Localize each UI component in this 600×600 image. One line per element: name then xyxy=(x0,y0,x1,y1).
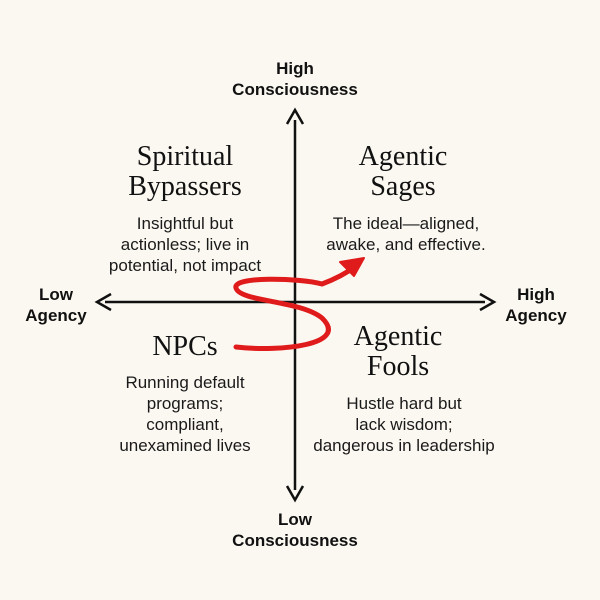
quadrant-top-left-description: Insightful but actionless; live in poten… xyxy=(90,213,280,276)
axis-label-right-line1: High xyxy=(517,285,555,304)
axis-label-right-line2: Agency xyxy=(505,306,567,325)
quadrant-bottom-left-desc-line2: programs; xyxy=(146,394,224,413)
quadrant-bottom-left-desc-line3: compliant, xyxy=(146,415,224,434)
quadrant-top-right-desc-line2: awake, and effective. xyxy=(326,235,486,254)
transformation-path xyxy=(233,263,359,351)
axis-label-top: High Consciousness xyxy=(215,58,375,100)
quadrant-top-right-title: Agentic Sages xyxy=(318,142,488,202)
quadrant-bottom-right-title: Agentic Fools xyxy=(328,322,468,382)
quadrant-top-left-desc-line2: actionless; live in xyxy=(120,235,250,254)
quadrant-bottom-right-description: Hustle hard but lack wisdom; dangerous i… xyxy=(298,393,510,456)
vertical-axis-bottom-arrowhead xyxy=(285,485,305,503)
quadrant-bottom-right-desc-line2: lack wisdom; xyxy=(355,415,453,434)
axis-label-right: High Agency xyxy=(494,284,578,326)
quadrant-bottom-left-description: Running default programs; compliant, une… xyxy=(100,372,270,456)
quadrant-bottom-left-desc-line4: unexamined lives xyxy=(119,436,251,455)
quadrant-top-right-title-line1: Agentic xyxy=(358,141,448,172)
horizontal-axis-left-arrowhead xyxy=(94,292,112,312)
quadrant-top-left-title: Spiritual Bypassers xyxy=(95,142,275,202)
quadrant-top-right-title-line2: Sages xyxy=(370,171,436,202)
quadrant-bottom-left-title: NPCs xyxy=(125,332,245,362)
vertical-axis-top-arrowhead xyxy=(285,107,305,125)
quadrant-top-left-desc-line3: potential, not impact xyxy=(108,256,262,275)
axis-label-top-line1: High xyxy=(276,59,314,78)
quadrant-bottom-left-title-line1: NPCs xyxy=(152,331,218,362)
axis-label-bottom-line2: Consciousness xyxy=(232,531,358,550)
quadrant-bottom-right-title-line2: Fools xyxy=(366,351,430,382)
transformation-path-arrowhead xyxy=(339,257,365,277)
quadrant-top-left-desc-line1: Insightful but xyxy=(136,214,234,233)
quadrant-top-left-title-line1: Spiritual xyxy=(136,141,234,172)
quadrant-bottom-right-desc-line1: Hustle hard but xyxy=(346,394,462,413)
axis-label-top-line2: Consciousness xyxy=(232,80,358,99)
quadrant-bottom-right-title-line1: Agentic xyxy=(353,321,443,352)
quadrant-top-left-title-line2: Bypassers xyxy=(128,171,242,202)
axis-label-bottom: Low Consciousness xyxy=(215,509,375,551)
axis-label-bottom-line1: Low xyxy=(278,510,312,529)
axis-label-left: Low Agency xyxy=(14,284,98,326)
quadrant-bottom-left-desc-line1: Running default xyxy=(125,373,245,392)
axis-label-left-line1: Low xyxy=(39,285,73,304)
axis-label-left-line2: Agency xyxy=(25,306,87,325)
quadrant-top-right-description: The ideal—aligned, awake, and effective. xyxy=(306,213,506,255)
quadrant-bottom-right-desc-line3: dangerous in leadership xyxy=(313,436,495,455)
quadrant-top-right-desc-line1: The ideal—aligned, xyxy=(332,214,480,233)
horizontal-axis-right-arrowhead xyxy=(479,292,497,312)
